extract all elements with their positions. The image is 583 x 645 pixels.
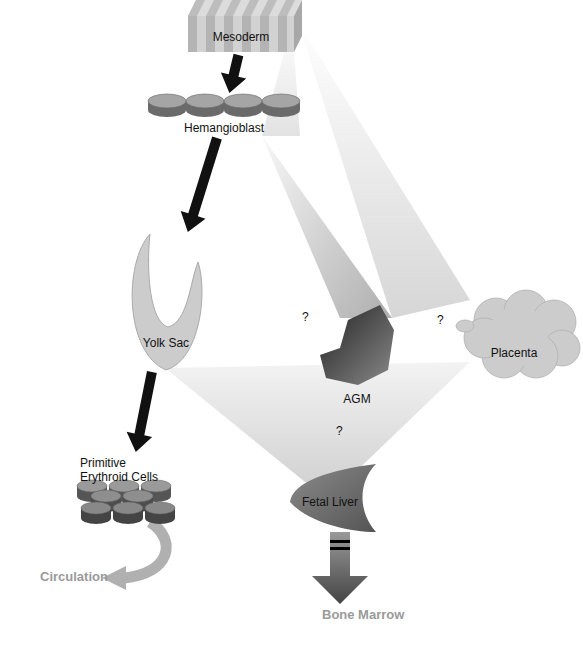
disc-top [91,490,121,502]
node-text: Mesoderm [188,30,294,44]
flow-arrow [181,137,222,233]
diagram-node: Placenta [456,290,582,380]
node-text: Placenta [476,346,552,360]
mesoderm-stripe [278,0,295,16]
diagram-node: Fetal Liver [288,462,378,534]
mesoderm-stripe [188,0,205,16]
disc-top [123,490,153,502]
node-text: Yolk Sac [122,336,210,350]
circulation-label: Circulation [40,570,108,584]
disc-top [262,94,300,108]
disc-top [145,502,175,514]
circulation-arrow [124,522,166,578]
node-text: Fetal Liver [288,495,372,509]
node-text: Hemangioblast [146,121,302,135]
diagram-node: Hemangioblast [146,93,302,138]
mesoderm-front [188,16,294,52]
diagram-node: Mesoderm [188,0,302,55]
bone-marrow-arrow [312,532,368,604]
node-shape [128,232,204,372]
node-shape [188,0,302,55]
disc-top [81,502,111,514]
diagram-node: AGM [318,300,396,410]
question-mark: ? [302,310,309,324]
flow-arrow [127,371,157,452]
bone-marrow-label: Bone Marrow [322,608,404,622]
mesoderm-stripe [224,0,241,16]
question-mark: ? [336,424,343,438]
node-text: AGM [318,392,396,406]
disc-top [113,502,143,514]
mesoderm-side [294,0,302,52]
colonisation-wedge [165,362,470,482]
node-shape [456,290,582,380]
question-mark: ? [437,313,444,327]
node-text: Primitive Erythroid Cells [80,456,170,484]
mesoderm-stripe [260,0,277,16]
mesoderm-stripe [206,0,223,16]
mesoderm-stripe [242,0,259,16]
arrow-stripe [330,540,350,543]
origin-wedge [262,136,392,318]
mesoderm-stripe [278,16,287,52]
diagram-node: Primitive Erythroid Cells [72,452,184,530]
disc-top [224,94,262,108]
agm-shape [320,305,394,385]
mesoderm-stripe [188,16,197,52]
arrow-stripe [330,547,350,550]
flow-arrow [221,54,246,93]
disc-top [186,94,224,108]
diagram-node: Yolk Sac [128,232,204,372]
mesoderm-top [188,0,302,16]
placenta-cloud [456,290,580,378]
disc-top [148,94,186,108]
